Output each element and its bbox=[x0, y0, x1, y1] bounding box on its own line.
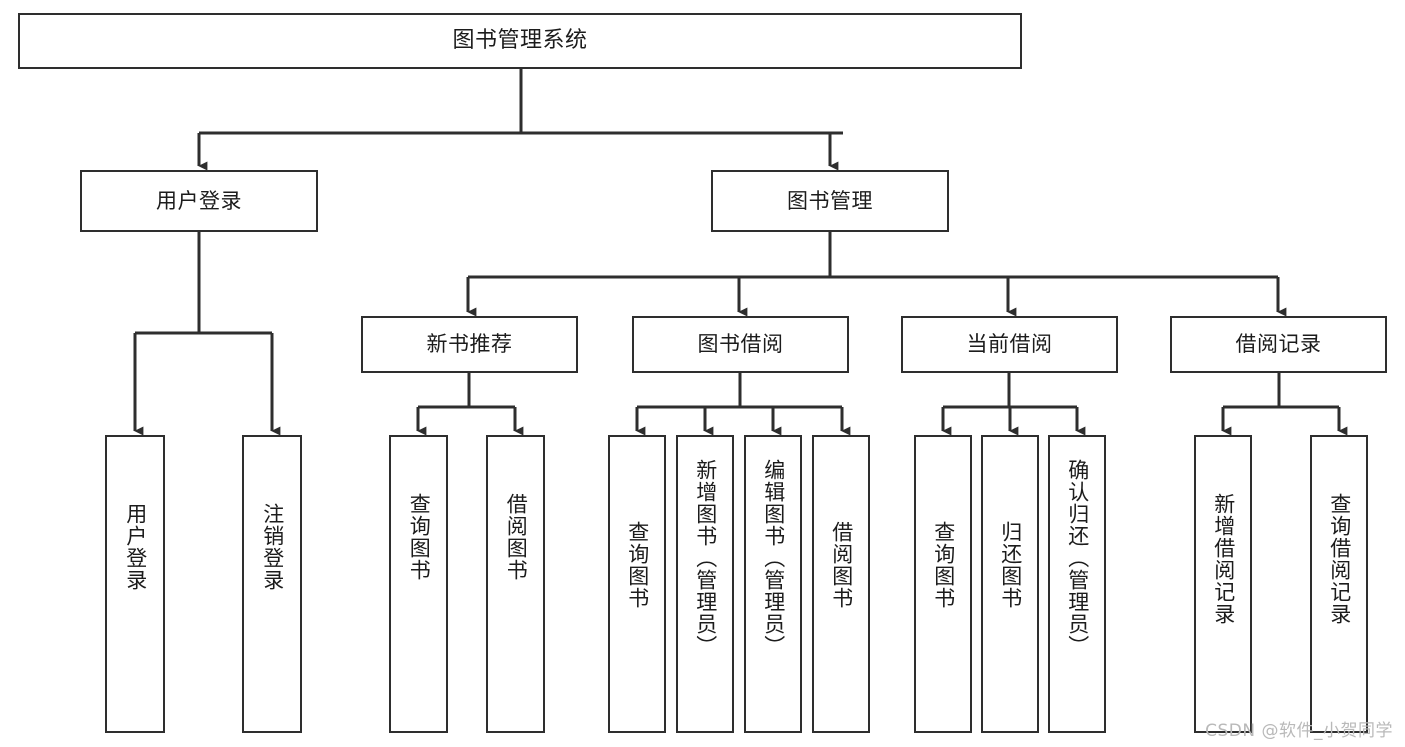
node-label: 编辑图书（管理员） bbox=[761, 459, 786, 657]
node-user-login[interactable]: 用户登录 bbox=[80, 170, 318, 232]
node-root-book-management-system[interactable]: 图书管理系统 bbox=[18, 13, 1022, 69]
node-current-borrow[interactable]: 当前借阅 bbox=[901, 316, 1118, 373]
node-book-management[interactable]: 图书管理 bbox=[711, 170, 949, 232]
node-borrow-record[interactable]: 借阅记录 bbox=[1170, 316, 1387, 373]
node-label: 查询借阅记录 bbox=[1327, 493, 1352, 625]
node-leaf-query-book-current[interactable]: 查询图书 bbox=[914, 435, 972, 733]
node-leaf-borrow-book[interactable]: 借阅图书 bbox=[812, 435, 870, 733]
node-leaf-query-borrow-record[interactable]: 查询借阅记录 bbox=[1310, 435, 1368, 733]
node-book-borrow[interactable]: 图书借阅 bbox=[632, 316, 849, 373]
node-label: 用户登录 bbox=[156, 188, 242, 213]
node-leaf-return-book[interactable]: 归还图书 bbox=[981, 435, 1039, 733]
node-label: 查询图书 bbox=[625, 521, 650, 609]
node-leaf-borrow-book-recommend[interactable]: 借阅图书 bbox=[486, 435, 545, 733]
node-label: 归还图书 bbox=[998, 521, 1023, 609]
watermark-text: CSDN @软件_小贺同学 bbox=[1205, 721, 1393, 741]
node-leaf-confirm-return-admin[interactable]: 确认归还（管理员） bbox=[1048, 435, 1106, 733]
node-label: 借阅图书 bbox=[829, 521, 854, 609]
node-leaf-logout[interactable]: 注销登录 bbox=[242, 435, 302, 733]
node-label: 借阅记录 bbox=[1235, 332, 1322, 357]
node-label: 图书借阅 bbox=[697, 332, 784, 357]
node-label: 图书管理系统 bbox=[452, 28, 588, 54]
node-label: 注销登录 bbox=[260, 503, 285, 591]
node-label: 当前借阅 bbox=[966, 332, 1053, 357]
node-leaf-user-login[interactable]: 用户登录 bbox=[105, 435, 165, 733]
node-label: 图书管理 bbox=[787, 188, 873, 213]
node-label: 查询图书 bbox=[407, 493, 432, 581]
node-label: 借阅图书 bbox=[504, 493, 529, 581]
node-leaf-query-book-borrow[interactable]: 查询图书 bbox=[608, 435, 666, 733]
node-leaf-query-book-recommend[interactable]: 查询图书 bbox=[389, 435, 448, 733]
node-label: 新增借阅记录 bbox=[1211, 493, 1236, 625]
node-label: 新书推荐 bbox=[426, 332, 513, 357]
node-label: 新增图书（管理员） bbox=[693, 459, 718, 657]
node-label: 确认归还（管理员） bbox=[1065, 459, 1090, 657]
node-new-book-recommend[interactable]: 新书推荐 bbox=[361, 316, 578, 373]
node-leaf-edit-book-admin[interactable]: 编辑图书（管理员） bbox=[744, 435, 802, 733]
node-label: 查询图书 bbox=[931, 521, 956, 609]
node-leaf-add-borrow-record[interactable]: 新增借阅记录 bbox=[1194, 435, 1252, 733]
node-leaf-add-book-admin[interactable]: 新增图书（管理员） bbox=[676, 435, 734, 733]
node-label: 用户登录 bbox=[123, 503, 148, 591]
